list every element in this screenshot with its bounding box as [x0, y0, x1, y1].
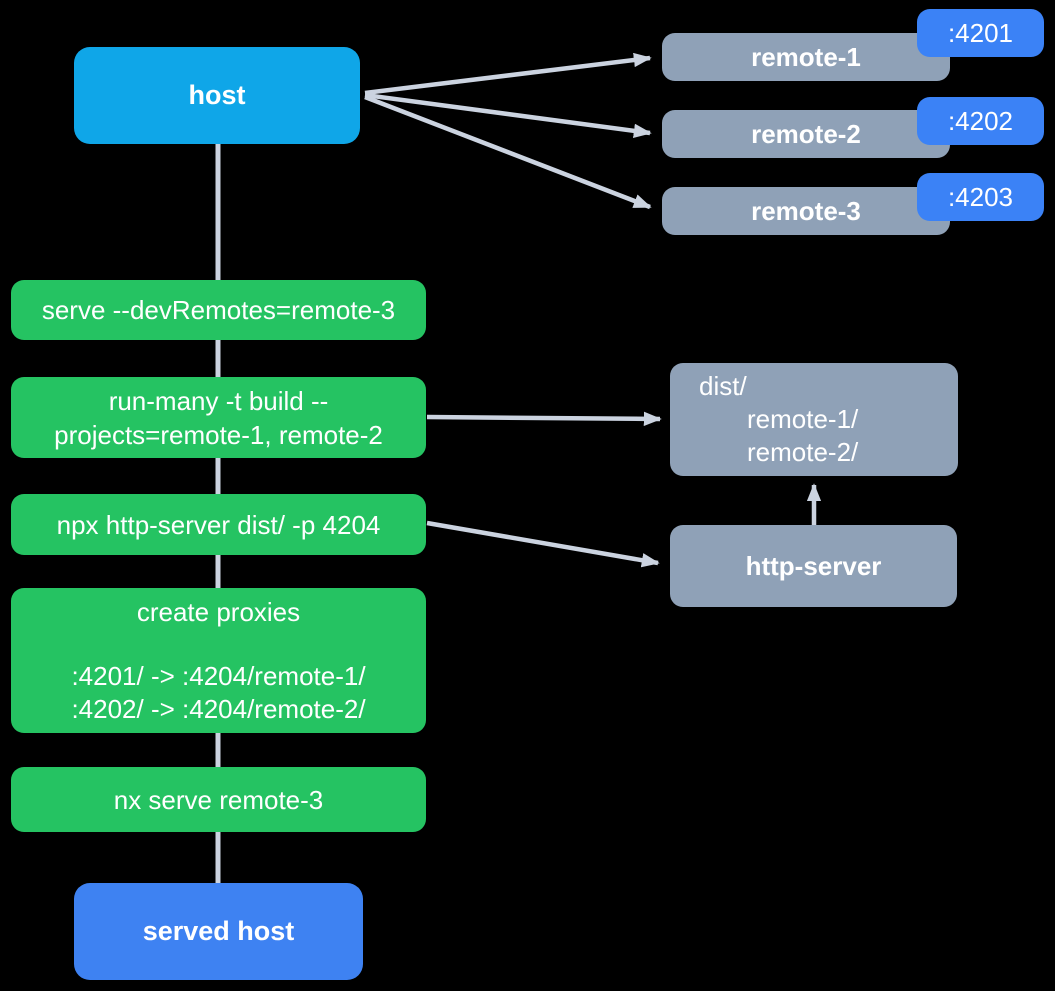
dist-folder-remote-2: remote-2/	[747, 437, 859, 467]
command-text: npx http-server dist/ -p 4204	[56, 509, 381, 540]
edge-host-to-remote-3	[364, 94, 652, 210]
remote-3-port-badge: :4203	[917, 173, 1044, 221]
command-text: nx serve remote-3	[113, 784, 324, 815]
dist-folder-root: dist/	[699, 371, 747, 401]
edge-run-many-to-dist	[426, 411, 662, 427]
edge-host-to-remote-1	[364, 52, 652, 96]
served-host-node: served host	[74, 883, 363, 980]
remote-1-node: remote-1	[662, 33, 950, 81]
remote-2-node: remote-2	[662, 110, 950, 158]
command-run-many-build: run-many -t build -- projects=remote-1, …	[11, 377, 426, 458]
command-text-line2: projects=remote-1, remote-2	[54, 419, 383, 450]
remote-3-node: remote-3	[662, 187, 950, 235]
create-proxies-title: create proxies	[136, 596, 301, 627]
command-text: serve --devRemotes=remote-3	[41, 295, 396, 325]
command-serve-dev-remotes: serve --devRemotes=remote-3	[11, 280, 426, 340]
proxy-mapping-1: :4201/ -> :4204/remote-1/	[71, 660, 366, 691]
host-node: host	[74, 47, 360, 144]
command-text-line1: run-many -t build --	[108, 385, 329, 416]
http-server-node: http-server	[670, 525, 957, 607]
dist-folder-remote-1: remote-1/	[747, 404, 859, 434]
remote-1-port-badge: :4201	[917, 9, 1044, 57]
dist-folder-node: dist/ remote-1/ remote-2/	[670, 363, 958, 476]
command-nx-serve-remote-3: nx serve remote-3	[11, 767, 426, 832]
command-create-proxies: create proxies :4201/ -> :4204/remote-1/…	[11, 588, 426, 733]
proxy-mapping-2: :4202/ -> :4204/remote-2/	[71, 693, 366, 724]
remote-2-port-badge: :4202	[917, 97, 1044, 145]
edge-http-server-cmd-to-http-server	[426, 520, 660, 568]
edge-host-to-remote-2	[364, 92, 652, 138]
command-npx-http-server: npx http-server dist/ -p 4204	[11, 494, 426, 555]
